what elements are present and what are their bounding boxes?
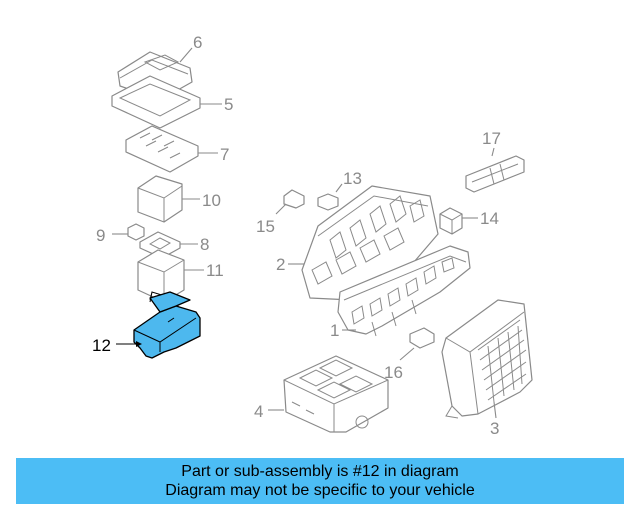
callout-11: 11 — [206, 261, 224, 280]
part-1-fuse-block[interactable] — [337, 245, 471, 337]
part-5-gasket[interactable] — [111, 75, 201, 129]
callout-2: 2 — [276, 255, 285, 274]
part-7-relay-block[interactable] — [125, 125, 199, 173]
callout-1: 1 — [330, 321, 339, 340]
callout-10: 10 — [202, 191, 221, 210]
part-9-fuse[interactable] — [127, 223, 145, 241]
part-14-relay[interactable] — [439, 207, 463, 235]
callout-4: 4 — [254, 402, 263, 421]
part-12-module-highlighted[interactable] — [133, 291, 201, 359]
callout-5: 5 — [224, 95, 233, 114]
callout-3: 3 — [490, 419, 499, 438]
part-13-fuse[interactable] — [317, 193, 339, 211]
callout-7: 7 — [220, 145, 229, 164]
part-10-relay[interactable] — [137, 175, 183, 223]
callout-12: 12 — [92, 336, 111, 355]
callout-16: 16 — [384, 363, 403, 382]
callout-8: 8 — [200, 235, 209, 254]
callout-9: 9 — [96, 226, 105, 245]
callout-6: 6 — [193, 33, 202, 52]
part-3-fuse-box[interactable] — [441, 299, 533, 419]
part-16-fuse[interactable] — [409, 327, 435, 349]
part-17-connector[interactable] — [465, 155, 525, 193]
info-banner: Part or sub-assembly is #12 in diagram D… — [16, 458, 624, 504]
part-15-clip[interactable] — [283, 189, 305, 209]
callout-13: 13 — [343, 169, 362, 188]
banner-line-1: Part or sub-assembly is #12 in diagram — [181, 463, 459, 480]
part-8-relay-base[interactable] — [139, 231, 181, 259]
part-2-fuse-block[interactable] — [301, 185, 439, 301]
banner-line-2: Diagram may not be specific to your vehi… — [165, 482, 475, 499]
callout-15: 15 — [256, 217, 275, 236]
parts-diagram: 6 5 7 10 9 8 11 1 — [92, 33, 533, 438]
callout-17: 17 — [482, 129, 501, 148]
callout-14: 14 — [480, 209, 499, 228]
part-4-junction-box[interactable] — [283, 355, 389, 433]
